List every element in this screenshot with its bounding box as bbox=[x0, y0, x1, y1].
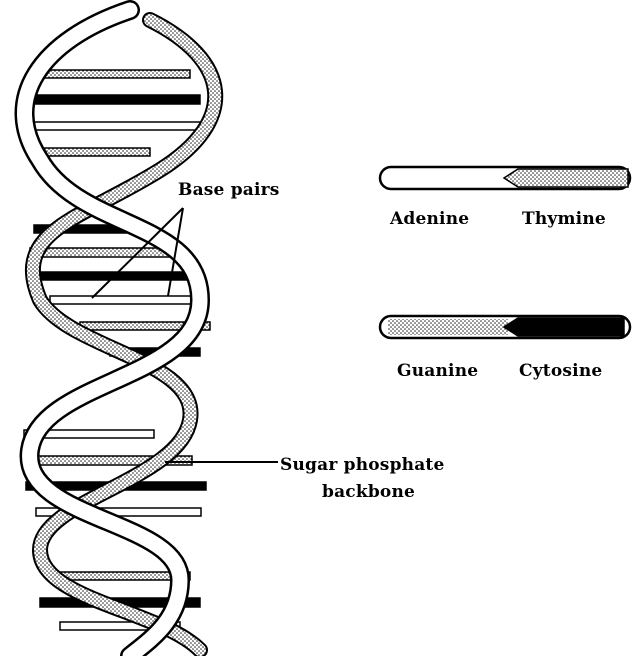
thymine-label: Thymine bbox=[522, 209, 606, 229]
base-pairs-label: Base pairs bbox=[178, 180, 280, 200]
key-guanine-cytosine: Guanine Cytosine bbox=[380, 316, 630, 381]
cytosine-segment bbox=[504, 318, 624, 336]
guanine-segment bbox=[388, 319, 508, 335]
thymine-segment bbox=[504, 169, 628, 187]
guanine-label: Guanine bbox=[397, 361, 478, 381]
key-adenine-thymine: Adenine Thymine bbox=[380, 167, 630, 229]
cytosine-label: Cytosine bbox=[519, 361, 602, 381]
dna-helix bbox=[22, 10, 215, 656]
adenine-label: Adenine bbox=[389, 209, 469, 229]
backbone-callout: Sugar phosphate backbone bbox=[165, 455, 445, 502]
backbone-label-line2: backbone bbox=[322, 482, 415, 502]
backbone-label-line1: Sugar phosphate bbox=[280, 455, 445, 475]
